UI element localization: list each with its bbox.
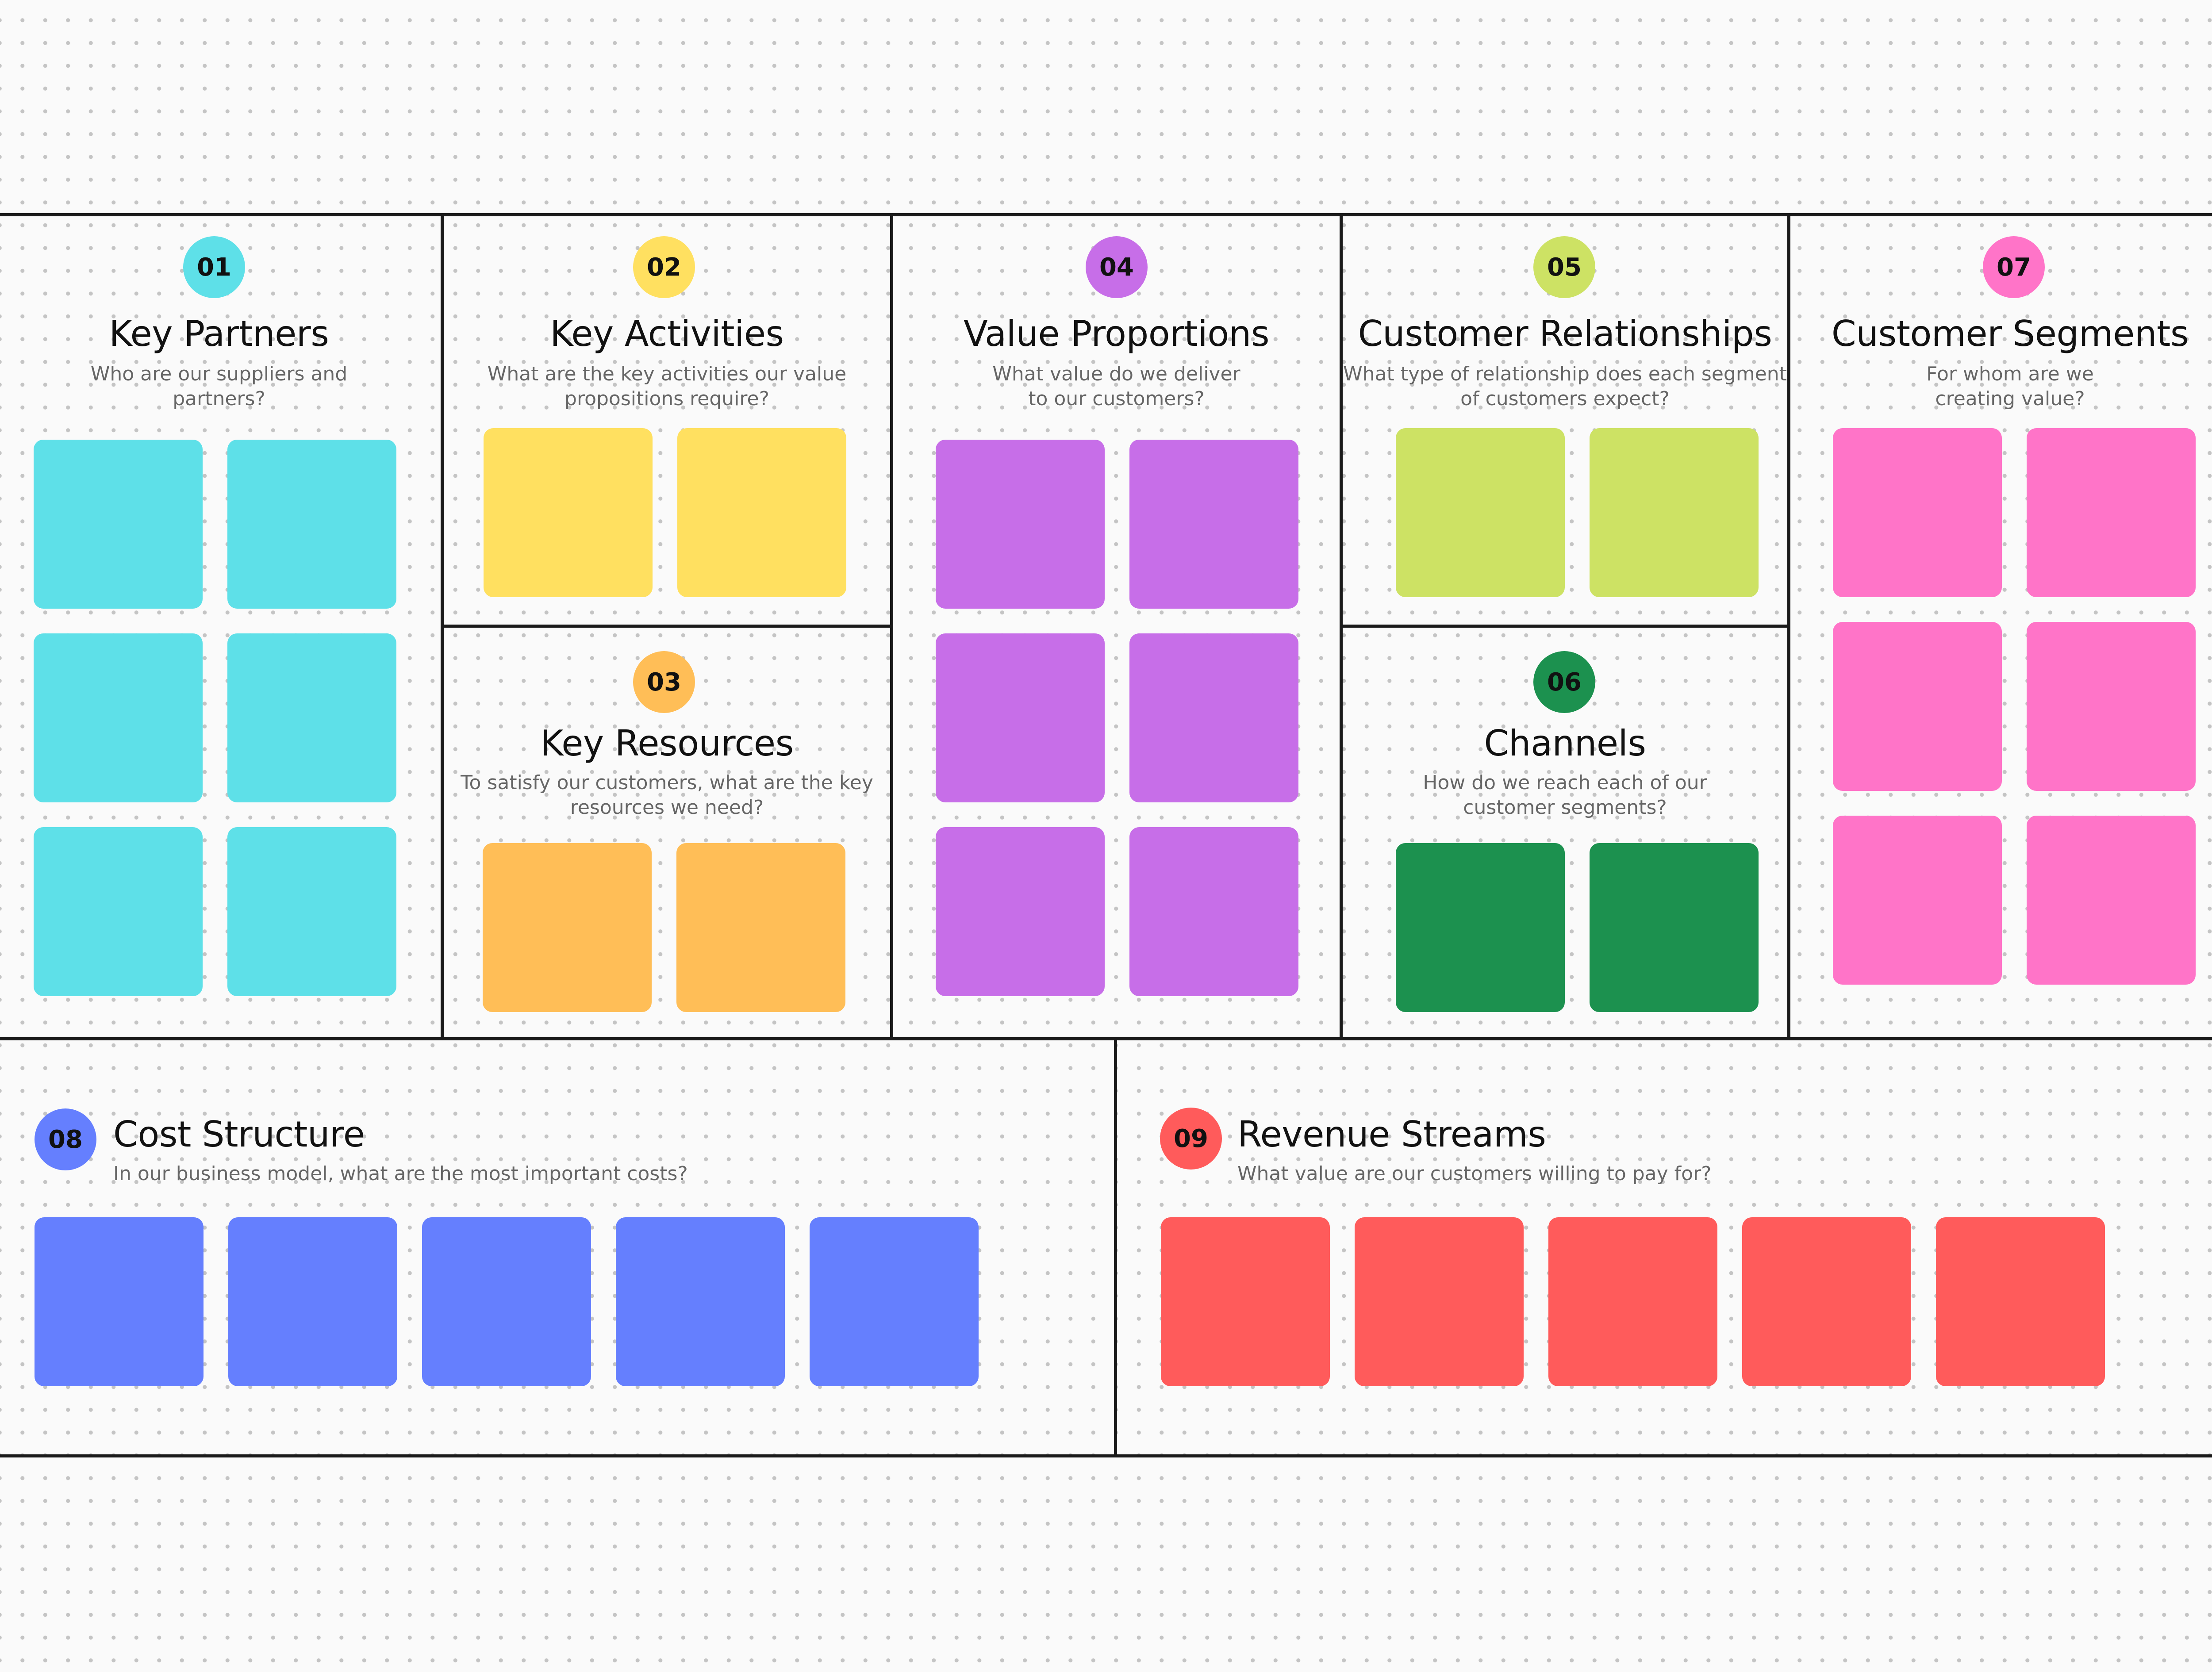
section-description: What value are our customers willing to … [1237,1162,1712,1185]
sticky-note[interactable] [483,843,652,1012]
section-number-badge: 06 [1533,651,1595,713]
divider-bottom [1114,1037,1117,1456]
sticky-note[interactable] [1396,428,1565,597]
sticky-note[interactable] [227,827,396,996]
sticky-note[interactable] [676,843,845,1012]
sticky-note[interactable] [35,1217,204,1386]
section-title: Key Partners [109,313,329,354]
section-number-badge: 01 [183,236,245,298]
sticky-note[interactable] [810,1217,979,1386]
sticky-note[interactable] [1590,843,1759,1012]
sticky-note[interactable] [1742,1217,1911,1386]
sticky-note[interactable] [1161,1217,1330,1386]
section-number-badge: 02 [633,236,695,298]
sticky-note[interactable] [1396,843,1565,1012]
sticky-note[interactable] [1355,1217,1524,1386]
sticky-note[interactable] [1129,827,1298,996]
sticky-note[interactable] [228,1217,397,1386]
section-title: Customer Relationships [1358,313,1772,354]
middle-border-line [0,1037,2212,1040]
sticky-note[interactable] [1590,428,1759,597]
section-title: Value Proportions [963,313,1270,354]
section-description-line1: What type of relationship does each segm… [1343,363,1787,385]
section-description-line1: How do we reach each of our [1423,771,1707,794]
section-number-badge: 05 [1533,236,1595,298]
section-description-line2: creating value? [1935,387,2085,410]
top-border-line [0,213,2212,216]
sticky-note[interactable] [677,428,846,597]
activities-resources-divider [441,625,892,628]
sticky-note[interactable] [1129,440,1298,609]
sticky-note[interactable] [616,1217,785,1386]
section-description-line2: to our customers? [1028,387,1205,410]
section-title: Cost Structure [113,1114,365,1155]
relationships-channels-divider [1340,625,1789,628]
sticky-note[interactable] [422,1217,591,1386]
section-description-line1: For whom are we [1926,363,2094,385]
bottom-border-line [0,1454,2212,1457]
sticky-note[interactable] [34,827,203,996]
sticky-note[interactable] [936,633,1105,802]
section-title: Customer Segments [1831,313,2189,354]
section-description-line2: of customers expect? [1460,387,1670,410]
section-title: Channels [1484,723,1646,764]
section-title: Key Activities [550,313,784,354]
sticky-note[interactable] [1833,622,2002,791]
section-description-line2: propositions require? [565,387,769,410]
sticky-note[interactable] [936,827,1105,996]
section-description-line2: partners? [173,387,265,410]
section-description-line2: resources we need? [570,796,764,819]
sticky-note[interactable] [1548,1217,1717,1386]
section-description-line2: customer segments? [1463,796,1667,819]
section-number-badge: 03 [633,651,695,713]
sticky-note[interactable] [227,440,396,609]
sticky-note[interactable] [227,633,396,802]
sticky-note[interactable] [34,440,203,609]
section-number-badge: 09 [1160,1108,1222,1170]
sticky-note[interactable] [1833,816,2002,985]
section-description-line1: Who are our suppliers and [90,363,348,385]
sticky-note[interactable] [936,440,1105,609]
section-description: In our business model, what are the most… [113,1162,688,1185]
sticky-note[interactable] [1936,1217,2105,1386]
sticky-note[interactable] [484,428,653,597]
sticky-note[interactable] [2027,428,2196,597]
section-number-badge: 07 [1983,236,2045,298]
sticky-note[interactable] [2027,622,2196,791]
sticky-note[interactable] [1833,428,2002,597]
sticky-note[interactable] [34,633,203,802]
section-title: Revenue Streams [1237,1114,1546,1155]
section-number-badge: 04 [1086,236,1148,298]
section-number-badge: 08 [35,1108,96,1170]
section-description-line1: What are the key activities our value [487,363,847,385]
section-title: Key Resources [540,723,794,764]
section-description-line1: What value do we deliver [992,363,1240,385]
sticky-note[interactable] [1129,633,1298,802]
section-description-line1: To satisfy our customers, what are the k… [461,771,873,794]
sticky-note[interactable] [2027,816,2196,985]
